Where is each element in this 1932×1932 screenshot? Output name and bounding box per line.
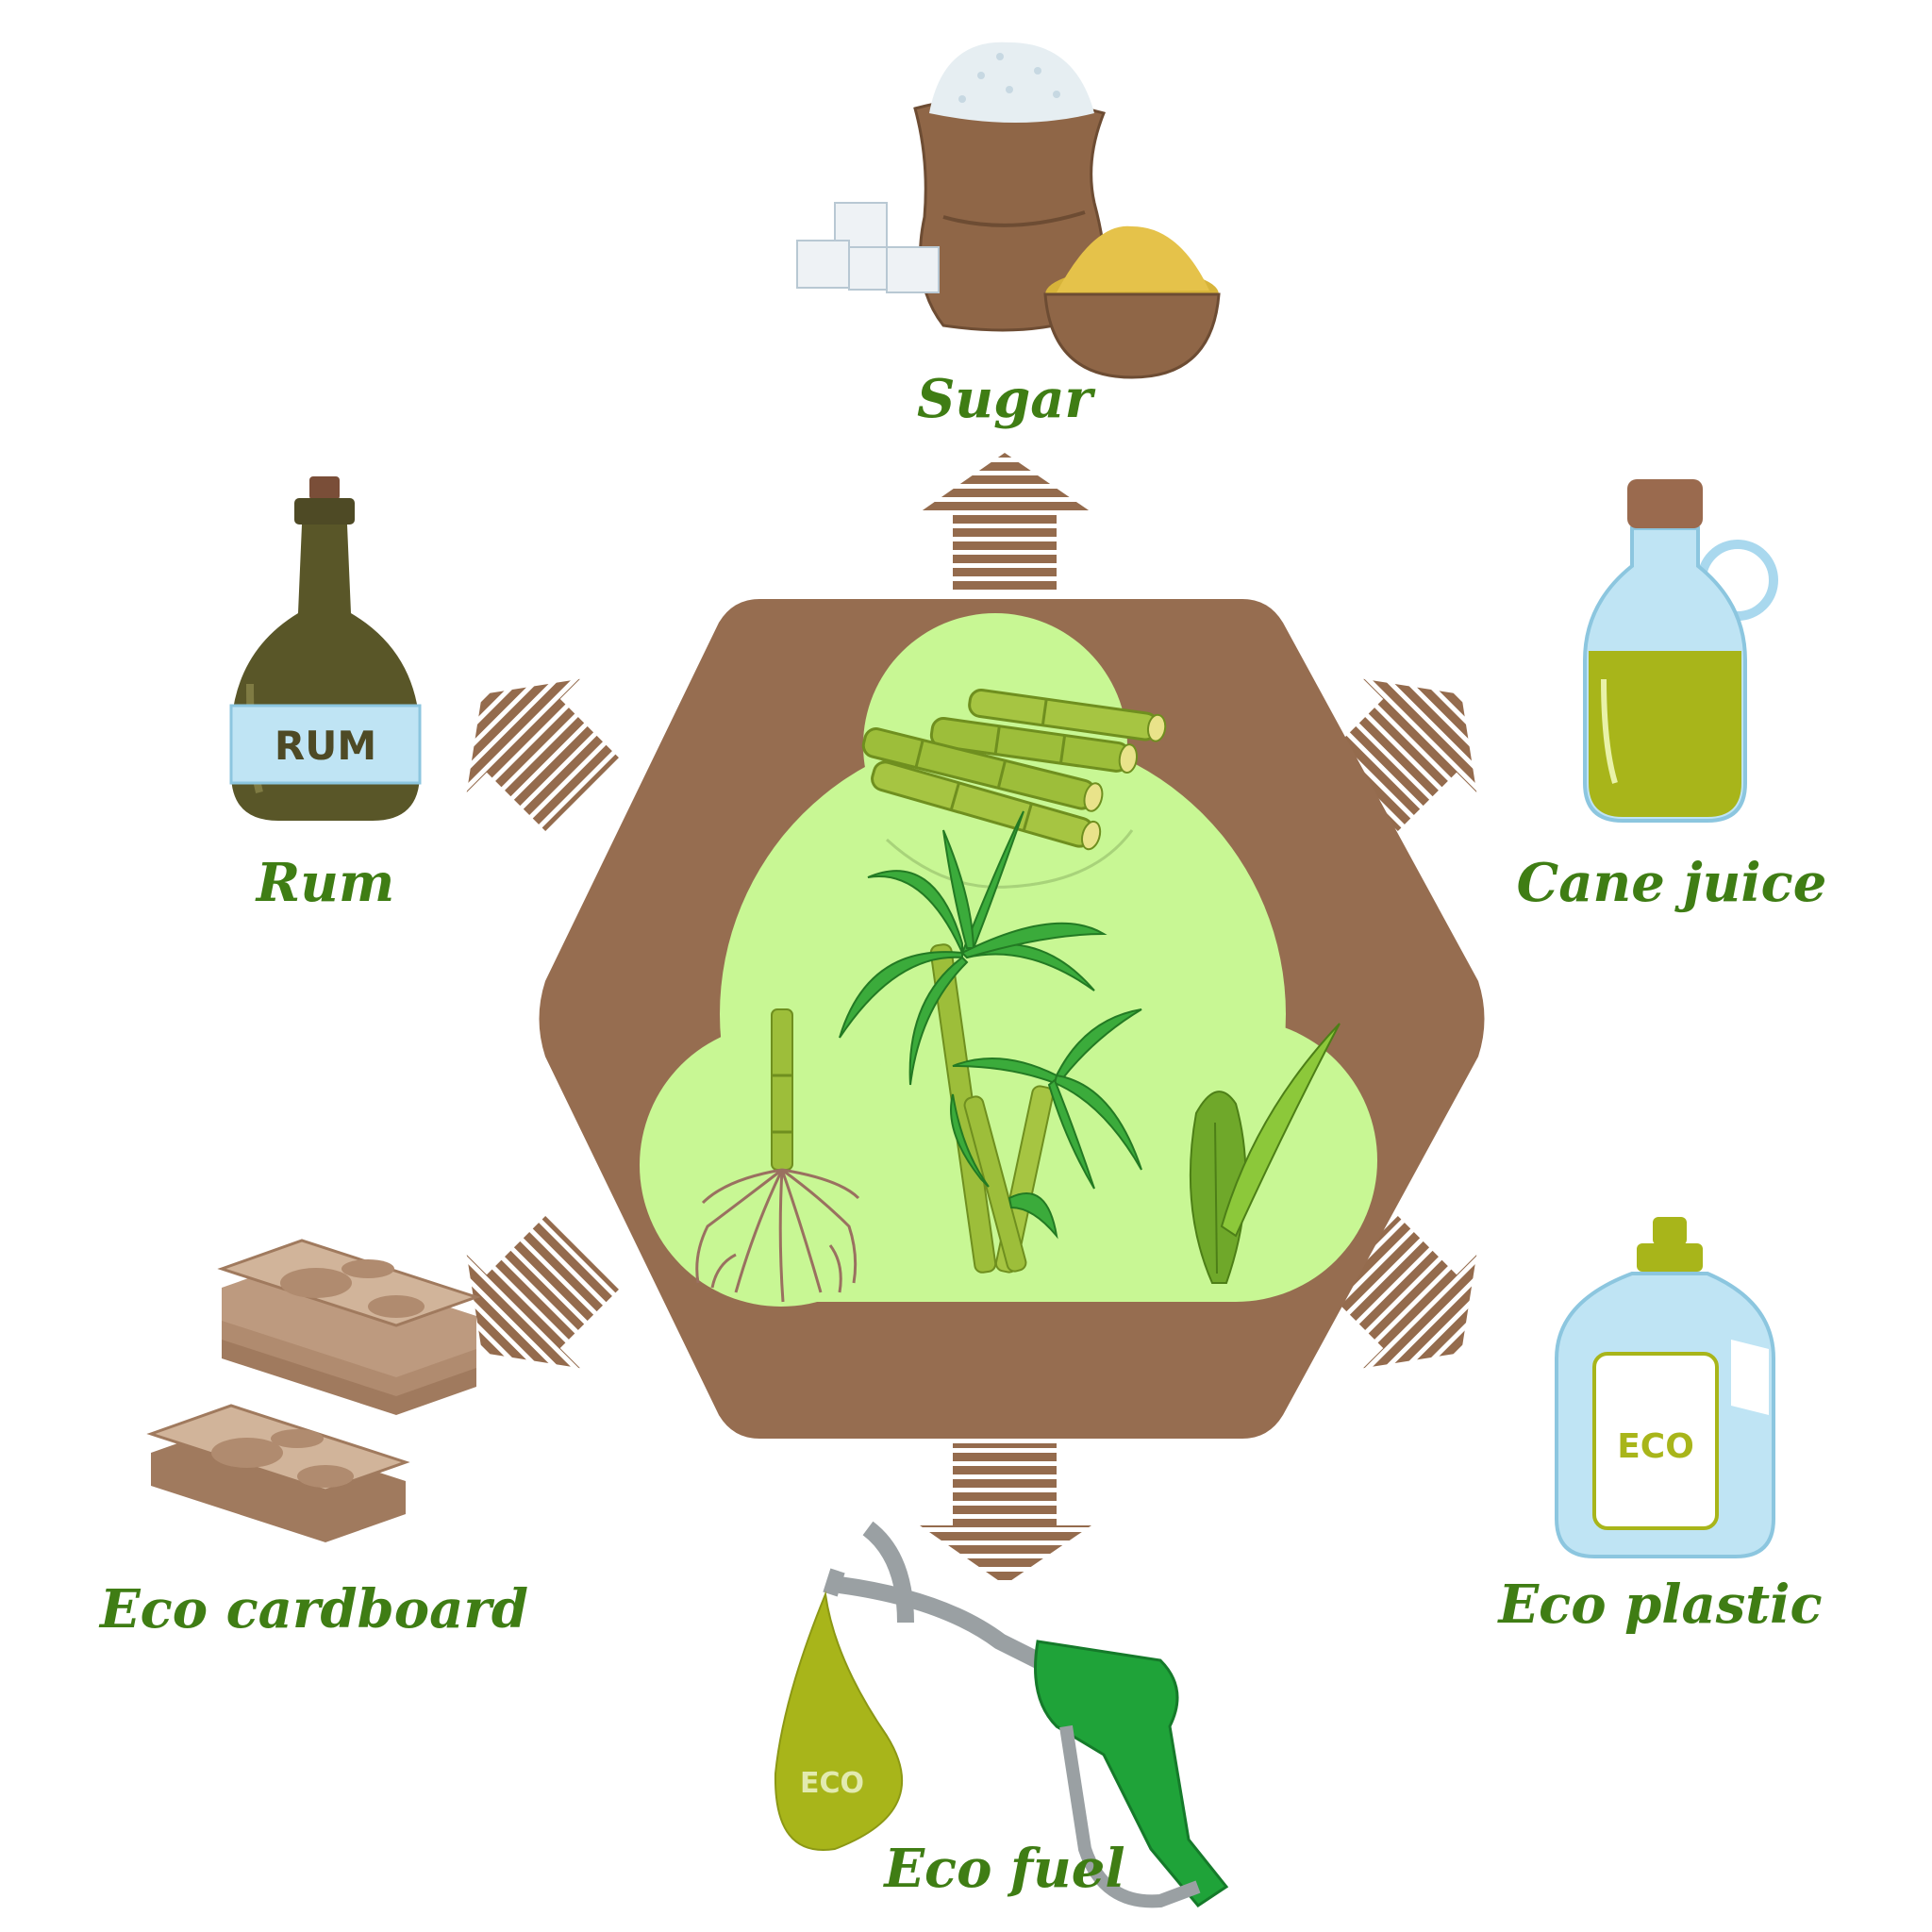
eco-plastic-badge: ECO (1617, 1427, 1694, 1466)
plastic-bottle-icon (1555, 1217, 1775, 1558)
eco-plastic-label: Eco plastic (1496, 1574, 1822, 1636)
arrow-lower-left (466, 1216, 619, 1369)
juice-bottle-icon (1583, 479, 1778, 823)
cane-root-icon (695, 1008, 860, 1303)
center-hexagon (539, 599, 1485, 1439)
eco-fuel-badge: ECO (800, 1767, 864, 1800)
eco-cardboard-label: Eco cardboard (98, 1578, 528, 1641)
cane-leaf-icon (1189, 1023, 1341, 1284)
arrow-up (920, 453, 1091, 594)
arrow-upper-right (1324, 678, 1477, 831)
arrow-upper-left (466, 678, 619, 831)
rum-label: Rum (255, 852, 395, 914)
cane-stalks-icon (861, 689, 1167, 851)
arrow-lower-right (1324, 1216, 1477, 1369)
cane-juice-label: Cane juice (1517, 852, 1827, 914)
sugar-label: Sugar (917, 368, 1096, 430)
rum-bottle-icon (229, 476, 422, 821)
rum-badge: RUM (275, 723, 376, 769)
sugarcane-plant-icon (839, 810, 1142, 1274)
arrow-down (920, 1443, 1091, 1585)
sugar-sack-icon (796, 42, 1221, 379)
eco-fuel-label: Eco fuel (882, 1838, 1124, 1900)
fuel-nozzle-icon (774, 1521, 1229, 1908)
cardboard-tray-icon (146, 1239, 481, 1542)
